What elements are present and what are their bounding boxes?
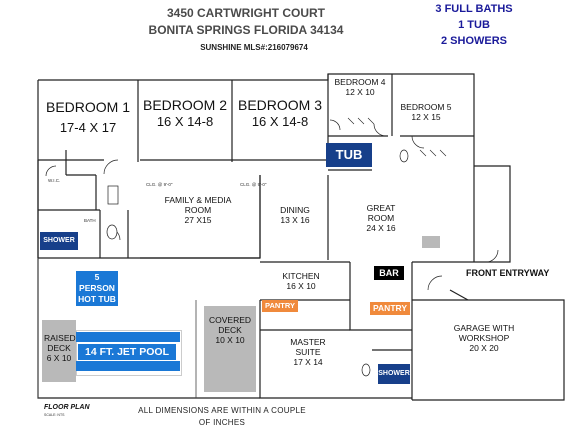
room-name: FAMILY & MEDIA ROOM [164, 195, 232, 215]
wic-label: W.I.C. [48, 178, 61, 183]
room-dims: 27 X15 [184, 214, 212, 225]
room-name: RAISED DECK [44, 333, 76, 353]
room-name: BEDROOM 2 [142, 97, 227, 113]
room-bedroom-5: BEDROOM 5 12 X 15 [394, 102, 458, 123]
room-bedroom-1: BEDROOM 1 17-4 X 17 [40, 99, 136, 136]
room-name: BEDROOM 5 [400, 102, 452, 112]
pantry-left: PANTRY [262, 300, 298, 312]
room-dining: DINING 13 X 16 [266, 205, 324, 226]
room-covered-deck: COVERED DECK 10 X 10 [204, 315, 256, 345]
room-name: GARAGE WITH WORKSHOP [453, 323, 515, 343]
room-garage: GARAGE WITH WORKSHOP 20 X 20 [428, 323, 540, 353]
shower-fixture-left: SHOWER [40, 232, 78, 250]
bedroom-dividers [137, 80, 233, 162]
room-name: DINING [280, 205, 310, 215]
room-name: MASTER SUITE [290, 337, 326, 357]
room-name: BEDROOM 1 [45, 99, 130, 115]
room-dims: 12 X 15 [411, 111, 441, 122]
pantry-right: PANTRY [370, 302, 410, 315]
room-bedroom-4: BEDROOM 4 12 X 10 [330, 77, 390, 98]
room-name: KITCHEN [282, 271, 320, 281]
room-dims: 16 X 10 [286, 280, 316, 291]
room-name: BEDROOM 3 [237, 97, 322, 113]
room-dims: 10 X 10 [215, 334, 245, 345]
sink-fixture [107, 185, 119, 205]
room-dims: 17-4 X 17 [59, 120, 117, 136]
floor-plan-title: FLOOR PLAN [44, 404, 90, 411]
pool-stripe-top [76, 332, 180, 342]
hot-tub: 5 PERSON HOT TUB [76, 271, 118, 306]
summary-showers: 2 SHOWERS [440, 35, 507, 47]
bar-label: BAR [374, 266, 404, 280]
scale-note: SCALE: NTS [44, 413, 65, 417]
mls-number: SUNSHINE MLS#:216079674 [200, 43, 308, 52]
room-name: COVERED DECK [209, 315, 252, 335]
room-name: GREAT ROOM [366, 203, 396, 223]
room-raised-deck: RAISED DECK 6 X 10 [42, 333, 76, 363]
address-line-1: 3450 CARTWRIGHT COURT [166, 6, 325, 20]
room-kitchen: KITCHEN 16 X 10 [270, 271, 332, 292]
front-entryway-label: FRONT ENTRYWAY [466, 268, 550, 278]
room-dims: 6 X 10 [46, 352, 72, 363]
room-bedroom-3: BEDROOM 3 16 X 14-8 [232, 97, 328, 130]
room-master-suite: MASTER SUITE 17 X 14 [280, 337, 336, 367]
door-swing [103, 159, 119, 175]
summary-tub: 1 TUB [458, 19, 490, 31]
room-dims: 16 X 14-8 [251, 114, 309, 130]
room-dims: 17 X 14 [293, 356, 323, 367]
summary-baths: 3 FULL BATHS [435, 3, 513, 15]
appliance-marker [422, 236, 440, 248]
room-bedroom-2: BEDROOM 2 16 X 14-8 [138, 97, 232, 130]
room-dims: 12 X 10 [345, 86, 375, 97]
jet-pool: 14 FT. JET POOL [78, 344, 176, 360]
bath-label: BATH [84, 218, 96, 223]
shower-fixture-master: SHOWER [378, 364, 410, 384]
room-dims: 24 X 16 [366, 222, 396, 233]
room-family-media: FAMILY & MEDIA ROOM 27 X15 [150, 195, 246, 225]
room-dims: 16 X 14-8 [156, 114, 214, 130]
dimensions-note: ALL DIMENSIONS ARE WITHIN A COUPLE OF IN… [138, 406, 306, 427]
covered-deck-area [204, 306, 256, 392]
pool-stripe-bottom [76, 361, 180, 371]
tub-fixture: TUB [326, 143, 372, 167]
ceiling-tag-2: CLG. @ 9'-0" [240, 182, 267, 187]
room-name: BEDROOM 4 [334, 77, 386, 87]
toilet-fixture [106, 224, 118, 240]
room-great-room: GREAT ROOM 24 X 16 [346, 203, 416, 233]
raised-deck-area [42, 320, 76, 382]
address-line-2: BONITA SPRINGS FLORIDA 34134 [148, 23, 344, 37]
room-dims: 20 X 20 [469, 342, 499, 353]
room-dims: 13 X 16 [280, 214, 310, 225]
ceiling-tag-1: CLG. @ 9'-0" [146, 182, 173, 187]
